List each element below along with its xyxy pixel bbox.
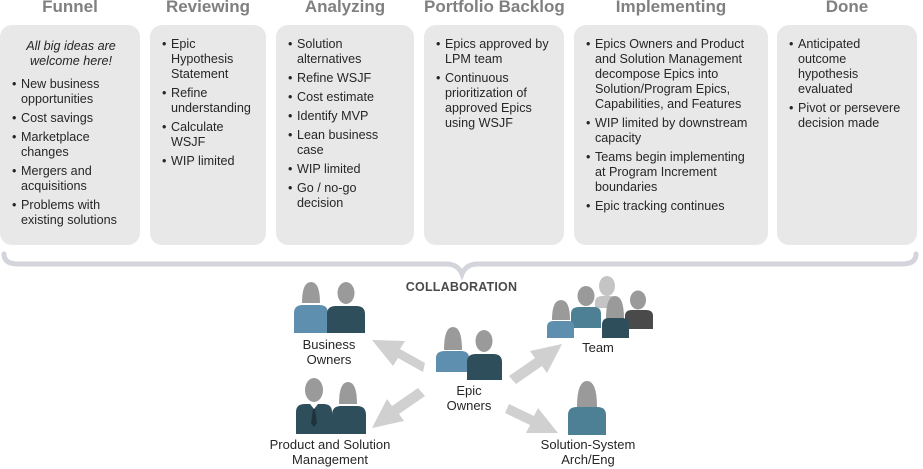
- arrow-to-team: [509, 344, 562, 384]
- business-owners-icon: [294, 282, 365, 333]
- done-panel: Anticipated outcome hypothesis evaluated…: [777, 25, 917, 245]
- analyzing-item: Go / no-go decision: [288, 181, 404, 211]
- reviewing-panel: Epic Hypothesis Statement Refine underst…: [150, 25, 266, 245]
- business-owners-label: Business Owners: [302, 337, 356, 367]
- arrow-to-product-solution: [372, 388, 425, 428]
- implementing-item: WIP limited by downstream capacity: [586, 116, 758, 146]
- funnel-item: Problems with existing solutions: [12, 198, 130, 228]
- portfolio-backlog-item: Continuous prioritization of approved Ep…: [436, 71, 554, 131]
- analyzing-item: Refine WSJF: [288, 71, 404, 86]
- implementing-panel: Epics Owners and Product and Solution Ma…: [574, 25, 768, 245]
- epic-owners-label: Epic Owners: [446, 383, 492, 413]
- funnel-item: Marketplace changes: [12, 130, 130, 160]
- reviewing-item: Refine understanding: [162, 86, 256, 116]
- reviewing-item: Calculate WSJF: [162, 120, 256, 150]
- analyzing-item: Identify MVP: [288, 109, 404, 124]
- column-title-implementing: Implementing: [615, 0, 727, 16]
- reviewing-item: Epic Hypothesis Statement: [162, 37, 256, 82]
- team-icon: [547, 276, 653, 338]
- analyzing-item: WIP limited: [288, 162, 404, 177]
- arrow-to-architect: [505, 404, 558, 433]
- analyzing-item: Solution alternatives: [288, 37, 404, 67]
- analyzing-item: Cost estimate: [288, 90, 404, 105]
- product-solution-icon: [296, 378, 366, 434]
- architect-label: Solution-System Arch/Eng: [540, 437, 636, 467]
- product-solution-label: Product and Solution Management: [269, 437, 391, 467]
- funnel-item: New business opportunities: [12, 77, 130, 107]
- funnel-item: Cost savings: [12, 111, 130, 126]
- implementing-item: Teams begin implementing at Program Incr…: [586, 150, 758, 195]
- funnel-panel: All big ideas are welcome here! New busi…: [0, 25, 140, 245]
- done-item: Anticipated outcome hypothesis evaluated: [789, 37, 907, 97]
- collaboration-title: COLLABORATION: [405, 280, 518, 294]
- portfolio-backlog-item: Epics approved by LPM team: [436, 37, 554, 67]
- epic-owners-icon: [436, 327, 502, 380]
- column-title-portfolio-backlog: Portfolio Backlog: [424, 0, 565, 16]
- team-label: Team: [582, 340, 614, 355]
- implementing-item: Epic tracking continues: [586, 199, 758, 214]
- portfolio-backlog-panel: Epics approved by LPM team Continuous pr…: [424, 25, 564, 245]
- analyzing-panel: Solution alternatives Refine WSJF Cost e…: [276, 25, 414, 245]
- column-title-funnel: Funnel: [42, 0, 98, 16]
- column-title-done: Done: [825, 0, 869, 16]
- funnel-item: Mergers and acquisitions: [12, 164, 130, 194]
- implementing-item: Epics Owners and Product and Solution Ma…: [586, 37, 758, 112]
- done-item: Pivot or persevere decision made: [789, 101, 907, 131]
- reviewing-item: WIP limited: [162, 154, 256, 169]
- arrow-to-business-owners: [372, 340, 425, 372]
- column-title-analyzing: Analyzing: [304, 0, 386, 16]
- column-title-reviewing: Reviewing: [165, 0, 251, 16]
- architect-icon: [568, 381, 606, 435]
- funnel-intro: All big ideas are welcome here!: [26, 39, 116, 68]
- analyzing-item: Lean business case: [288, 128, 404, 158]
- collaboration-brace: [1, 251, 919, 280]
